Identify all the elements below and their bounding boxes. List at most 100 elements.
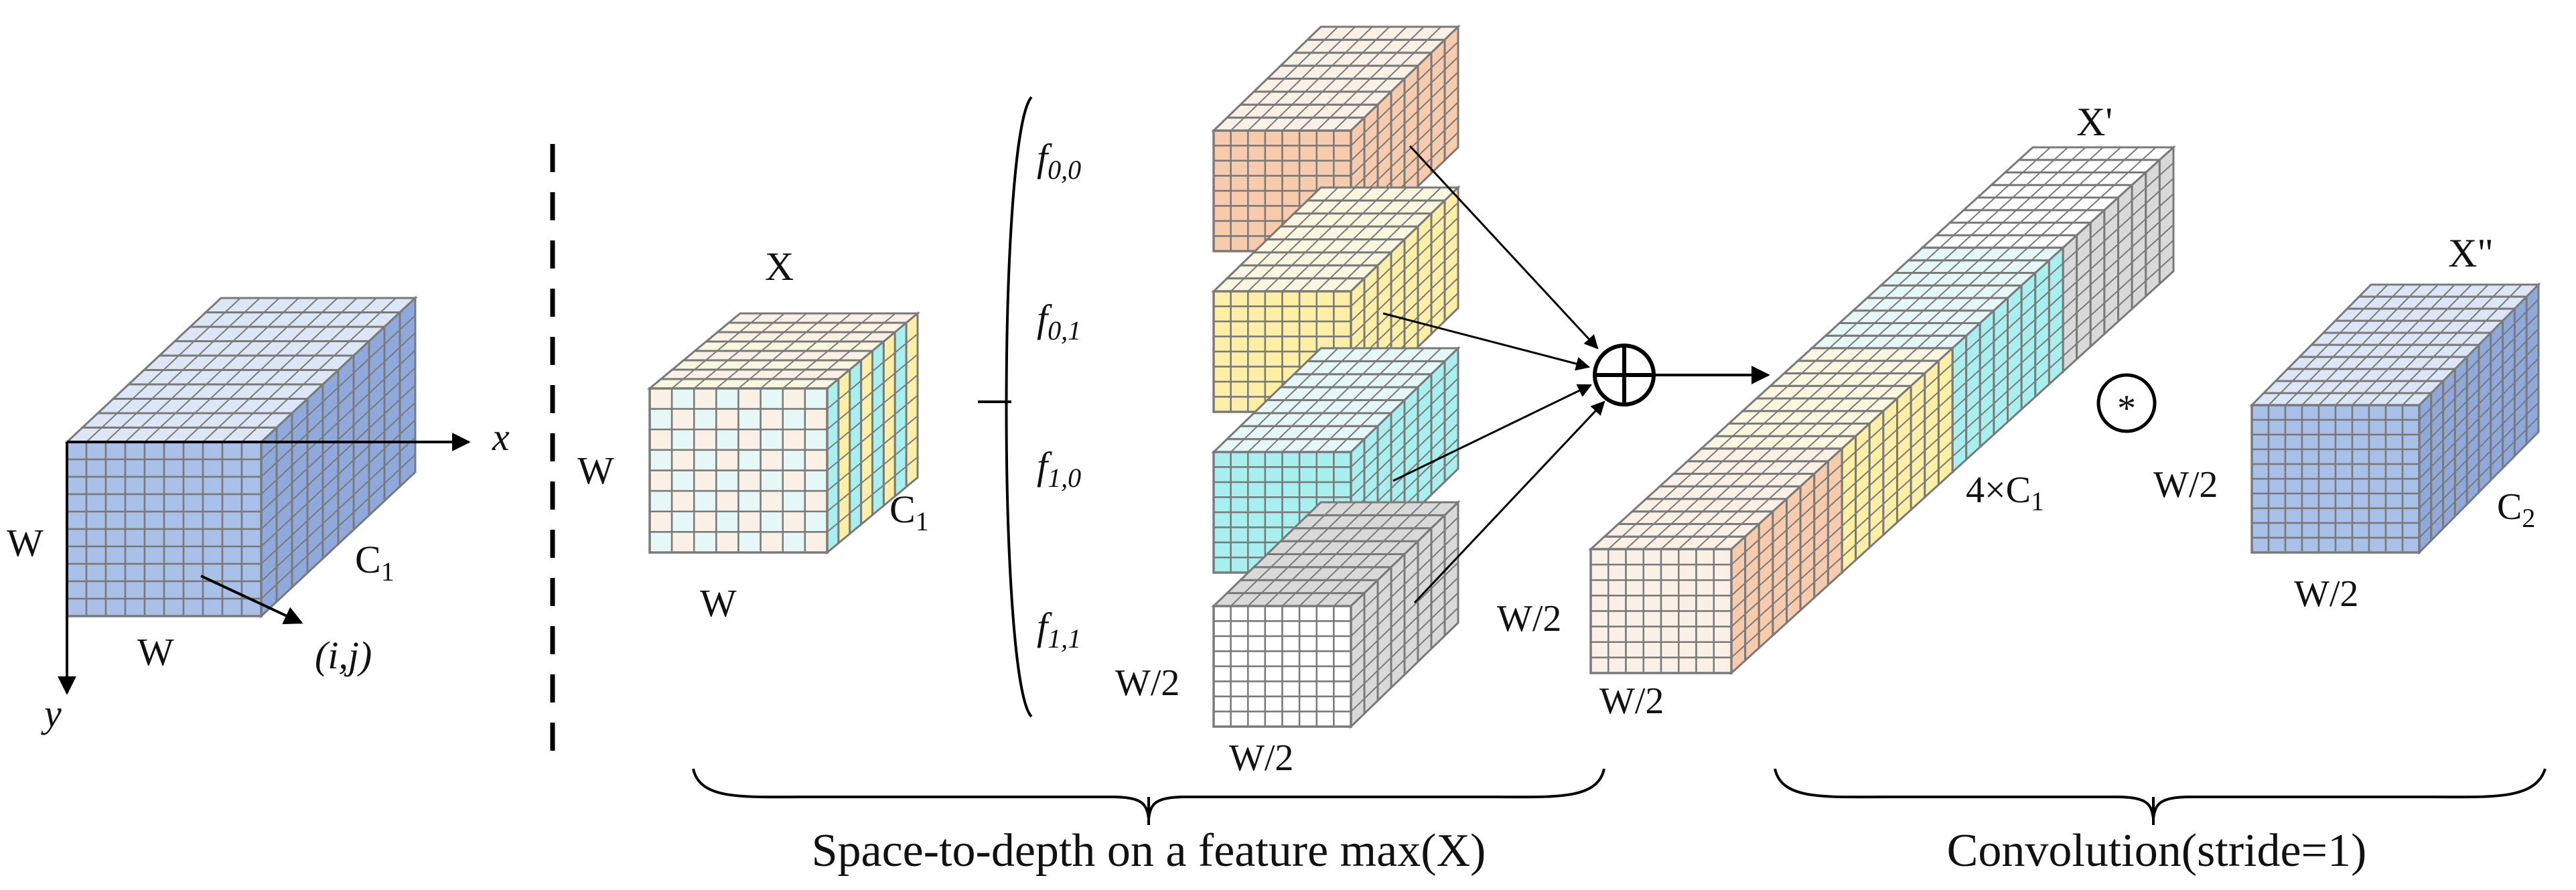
front-cell [670, 490, 695, 512]
front-cell [1315, 695, 1335, 713]
front-cell [66, 580, 88, 600]
front-cell [1678, 641, 1697, 659]
front-cell [1247, 380, 1267, 398]
front-cell [2334, 433, 2354, 451]
front-cell [2301, 536, 2320, 554]
front-cell [2250, 536, 2270, 554]
front-cell [2351, 522, 2370, 539]
front-cell [85, 441, 107, 461]
front-cell [1333, 481, 1352, 498]
front-cell [1333, 145, 1352, 162]
front-cell [1660, 656, 1680, 674]
front-cell [804, 449, 829, 471]
front-cell [1625, 579, 1644, 597]
front-cell [2401, 477, 2421, 495]
front-cell [1625, 641, 1644, 659]
front-cell [1230, 290, 1249, 307]
front-cell [1713, 641, 1733, 659]
front-cell [1212, 481, 1232, 498]
front-cell [1264, 190, 1283, 207]
front-cell [1589, 595, 1609, 612]
front-cell [2267, 419, 2287, 436]
front-cell [760, 469, 784, 492]
front-cell [1247, 305, 1267, 323]
front-cell [66, 563, 88, 583]
front-cell [1660, 641, 1680, 659]
front-cell [124, 545, 146, 565]
front-cell [804, 429, 829, 451]
front-cell [2317, 492, 2337, 510]
front-cell [2317, 536, 2337, 554]
front-cell [2334, 419, 2354, 436]
front-cell [1315, 635, 1335, 652]
front-cell [760, 490, 784, 512]
front-cell [2301, 522, 2320, 539]
front-cell [1678, 610, 1697, 627]
front-cell [2250, 492, 2270, 510]
slice-label-f10: f1,0 [1037, 444, 1081, 493]
front-cell [648, 387, 673, 410]
front-cell [1660, 563, 1680, 581]
front-cell [1589, 548, 1609, 566]
front-cell [782, 469, 806, 492]
front-cell [804, 510, 829, 533]
front-cell [760, 449, 784, 471]
front-cell [1212, 680, 1232, 698]
front-cell [2267, 492, 2287, 510]
front-cell [1695, 656, 1715, 674]
front-cell [1281, 496, 1301, 514]
slice-side-label: W/2 [1115, 662, 1179, 704]
front-cell [1212, 526, 1232, 544]
front-cell [202, 510, 224, 530]
slices-bracket [1005, 96, 1033, 718]
front-cell [1264, 665, 1283, 682]
front-cell [737, 429, 762, 451]
front-cell [2267, 477, 2287, 495]
front-cell [1298, 711, 1317, 728]
front-cell [163, 475, 185, 496]
front-cell [2284, 522, 2303, 539]
front-cell [1695, 610, 1715, 627]
front-cell [1264, 305, 1283, 323]
front-cell [104, 563, 127, 583]
front-cell [2334, 477, 2354, 495]
front-cell [163, 597, 185, 617]
front-cell [1230, 605, 1249, 622]
front-cell [163, 458, 185, 478]
input-c-label: C1 [355, 538, 395, 587]
xdp-c-label: C2 [2497, 486, 2535, 533]
front-cell [1264, 320, 1283, 338]
front-cell [2284, 433, 2303, 451]
front-cell [124, 580, 146, 600]
front-cell [1230, 451, 1249, 468]
slice-bottom-label: W/2 [1229, 737, 1293, 779]
caption-space-to-depth: Space-to-depth on a feature max(X) [812, 825, 1486, 877]
front-cell [1230, 665, 1249, 682]
front-cell [2368, 522, 2387, 539]
front-cell [2267, 448, 2287, 465]
xdp-side-label: W/2 [2153, 464, 2218, 506]
feature-map-x-prime: X' 4×C1 W/2 W/2 [1497, 100, 2176, 722]
front-cell [782, 510, 806, 533]
front-cell [1660, 579, 1680, 597]
front-cell [1247, 650, 1267, 668]
front-cell [2401, 448, 2421, 465]
front-cell [737, 387, 762, 410]
front-cell [240, 545, 263, 565]
front-cell [1247, 605, 1267, 622]
front-cell [1247, 159, 1267, 177]
front-cell [1281, 336, 1301, 353]
front-cell [648, 490, 673, 512]
front-cell [2351, 433, 2370, 451]
front-cell [1212, 159, 1232, 177]
front-cell [240, 441, 263, 461]
front-cell [2384, 492, 2404, 510]
slice-label-f01: f0,1 [1037, 297, 1081, 346]
front-cell [1642, 579, 1662, 597]
front-cell [782, 387, 806, 410]
sub-feature-slices: f0,0 f0,1 f1,0 f1,1 W/2 W/2 [1037, 24, 1461, 779]
front-cell [1281, 190, 1301, 207]
front-cell [1264, 635, 1283, 652]
front-cell [66, 510, 88, 530]
front-cell [1212, 557, 1232, 574]
